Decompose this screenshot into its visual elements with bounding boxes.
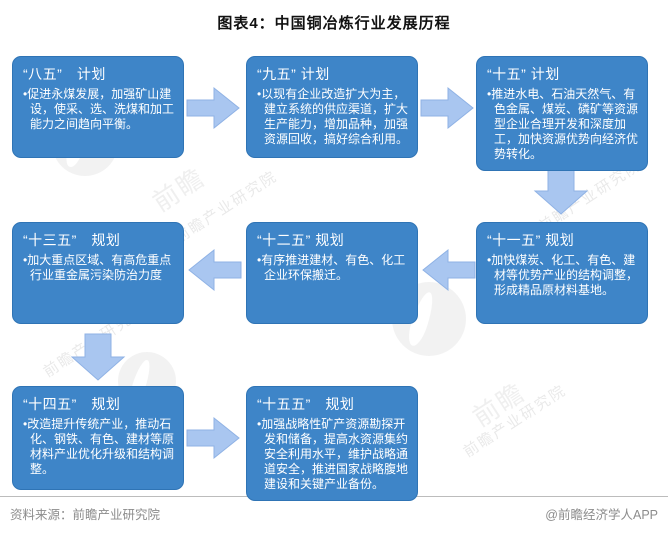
- stage-box-8th-plan: “八五” 计划 •促进永煤发展，加强矿山建设，使采、选、洗煤和加工能力之间趋向平…: [12, 56, 184, 158]
- bullet: •: [257, 417, 262, 431]
- stage-box-15th-plan: “十五五” 规划 •加强战略性矿产资源勘探开发和储备，提高水资源集约安全利用水平…: [246, 386, 418, 501]
- credit-note: @前瞻经济学人APP: [545, 508, 658, 522]
- arrow-right-icon: [186, 85, 240, 131]
- page-title: 图表4：中国铜冶炼行业发展历程: [217, 15, 451, 32]
- source-note: 资料来源：前瞻产业研究院: [10, 508, 161, 522]
- stage-heading: “十二五” 规划: [257, 232, 345, 248]
- stage-body: •加强战略性矿产资源勘探开发和储备，提高水资源集约安全利用水平，维护战略通道安全…: [257, 417, 409, 491]
- watermark-text: 前瞻: [467, 376, 531, 433]
- stage-body: •促进永煤发展，加强矿山建设，使采、选、洗煤和加工能力之间趋向平衡。: [23, 87, 175, 131]
- arrow-left-icon: [188, 247, 242, 293]
- stage-box-9th-plan: “九五” 计划 •以现有企业改造扩大为主，建立系统的供应渠道，扩大生产能力，增加…: [246, 56, 418, 158]
- stage-heading: “十五五” 规划: [257, 396, 355, 412]
- bullet: •: [23, 253, 28, 267]
- watermark-text: 前瞻: [147, 161, 211, 218]
- arrow-left-icon: [422, 247, 476, 293]
- watermark-text: 前瞻产业研究院: [460, 381, 570, 461]
- bullet: •: [23, 87, 28, 101]
- stage-box-11th-plan: “十一五” 规划 •加快煤炭、化工、有色、建材等优势产业的结构调整，形成精品原材…: [476, 222, 648, 324]
- arrow-right-icon: [420, 85, 474, 131]
- bullet: •: [487, 253, 492, 267]
- stage-heading: “十五” 计划: [487, 66, 560, 82]
- bullet: •: [23, 417, 28, 431]
- stage-body: •以现有企业改造扩大为主，建立系统的供应渠道，扩大生产能力，增加品种，加强资源回…: [257, 87, 409, 146]
- bullet: •: [487, 87, 492, 101]
- stage-body: •加大重点区域、有高危重点行业重金属污染防治力度: [23, 253, 172, 282]
- stage-box-13th-plan: “十三五” 规划 •加大重点区域、有高危重点行业重金属污染防治力度: [12, 222, 184, 324]
- stage-heading: “八五” 计划: [23, 66, 106, 82]
- stage-heading: “十三五” 规划: [23, 232, 121, 248]
- stage-body: •改造提升传统产业，推动石化、钢铁、有色、建材等原材料产业优化升级和结构调整。: [23, 417, 175, 476]
- stage-box-12th-plan: “十二五” 规划 •有序推进建材、有色、化工企业环保搬迁。: [246, 222, 418, 324]
- stage-heading: “十一五” 规划: [487, 232, 575, 248]
- arrow-down-icon: [533, 167, 589, 215]
- stage-body: •有序推进建材、有色、化工企业环保搬迁。: [257, 253, 406, 282]
- arrow-down-icon: [70, 333, 126, 381]
- stage-box-10th-plan: “十五” 计划 •推进水电、石油天然气、有色金属、煤炭、磷矿等资源型企业合理开发…: [476, 56, 648, 171]
- stage-heading: “十四五” 规划: [23, 396, 121, 412]
- stage-body: •加快煤炭、化工、有色、建材等优势产业的结构调整，形成精品原材料基地。: [487, 253, 639, 297]
- arrow-right-icon: [186, 415, 240, 461]
- stage-heading: “九五” 计划: [257, 66, 330, 82]
- stage-box-14th-plan: “十四五” 规划 •改造提升传统产业，推动石化、钢铁、有色、建材等原材料产业优化…: [12, 386, 184, 490]
- bullet: •: [257, 253, 262, 267]
- bullet: •: [257, 87, 262, 101]
- stage-body: •推进水电、石油天然气、有色金属、煤炭、磷矿等资源型企业合理开发和深度加工，加快…: [487, 87, 639, 161]
